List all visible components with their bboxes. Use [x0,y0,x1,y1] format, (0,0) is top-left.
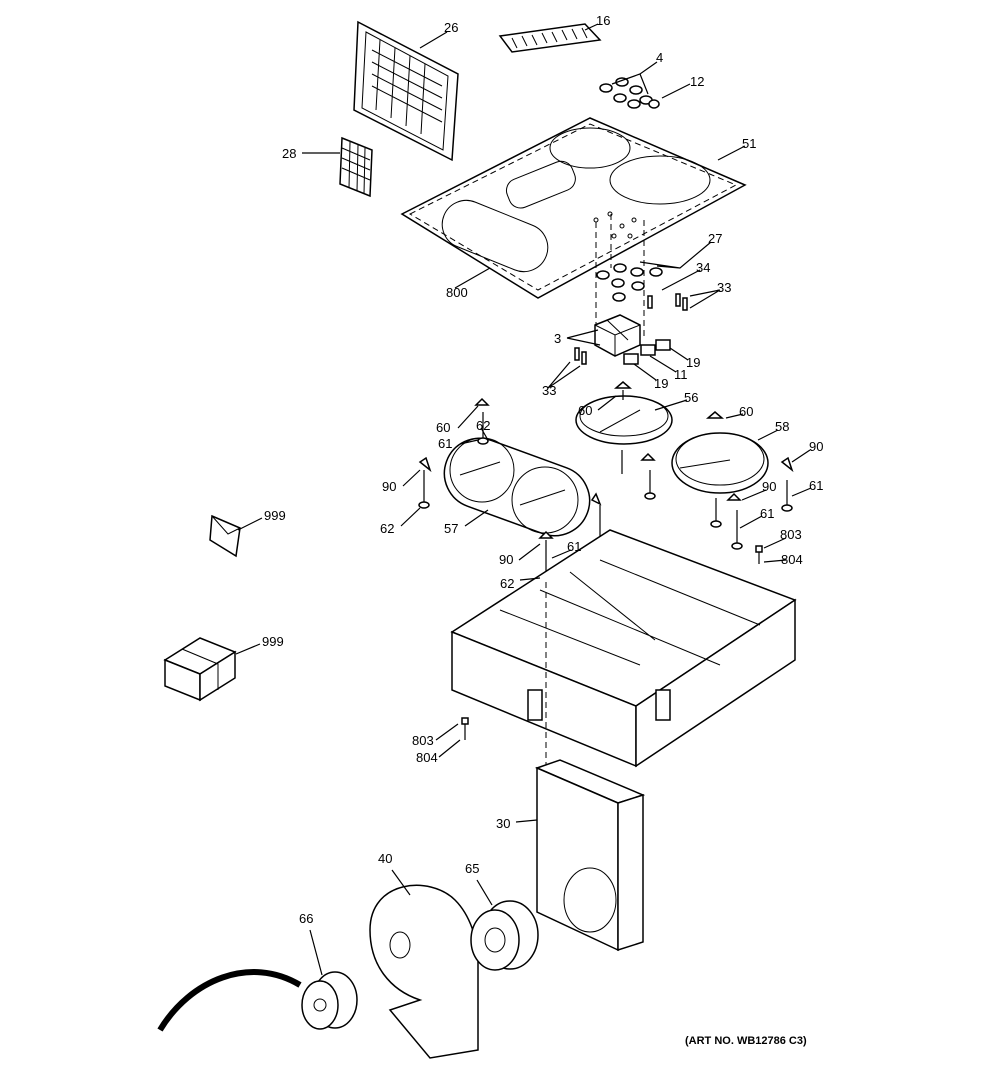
callout-28: 28 [282,146,296,161]
callout-90: 90 [809,439,823,454]
part-4-knobs [599,77,660,109]
callout-4: 4 [656,50,663,65]
callout-800: 800 [446,285,468,300]
callout-30: 30 [496,816,510,831]
callout-11: 11 [674,367,688,382]
callout-57: 57 [444,521,458,536]
callout-66: 66 [299,911,313,926]
callout-61d: 61 [567,539,581,554]
callout-90b: 90 [382,479,396,494]
callout-62: 62 [476,418,490,433]
callout-40: 40 [378,851,392,866]
callout-62b: 62 [380,521,394,536]
callout-61b: 61 [809,478,823,493]
part-33-plugs [574,293,688,365]
callout-65: 65 [465,861,479,876]
callout-62c: 62 [500,576,514,591]
part-999-envelope [209,514,241,558]
callout-19b: 19 [654,376,668,391]
callout-999b: 999 [262,634,284,649]
callout-60b: 60 [578,403,592,418]
callout-804: 804 [781,552,803,567]
art-number: (ART NO. WB12786 C3) [685,1035,807,1047]
callout-19: 19 [686,355,700,370]
callout-34: 34 [696,260,710,275]
callout-61c: 61 [760,506,774,521]
part-65-blower-wheel [470,900,539,971]
callout-27: 27 [708,231,722,246]
part-40-blower-housing [369,884,479,1059]
callout-16: 16 [596,13,610,28]
part-999-box [163,637,237,702]
callout-3: 3 [554,331,561,346]
part-803-804-screws [461,545,763,740]
part-58-element [671,432,769,494]
callout-804b: 804 [416,750,438,765]
callout-61: 61 [438,436,452,451]
part-51-cooktop-glass [400,117,747,299]
callout-60: 60 [436,420,450,435]
callout-58: 58 [775,419,789,434]
callout-999: 999 [264,508,286,523]
callout-60c: 60 [739,404,753,419]
callout-90d: 90 [499,552,513,567]
callout-803b: 803 [412,733,434,748]
callout-33: 33 [717,280,731,295]
burner-box [450,529,797,780]
callout-12: 12 [690,74,704,89]
part-19-11-switches [623,339,671,365]
part-30-duct [534,759,646,952]
callout-90c: 90 [762,479,776,494]
part-28-mesh [339,136,373,198]
part-27-grommets [595,214,663,340]
callout-33b: 33 [542,383,556,398]
callout-803: 803 [780,527,802,542]
callout-26: 26 [444,20,458,35]
callout-56: 56 [684,390,698,405]
part-3-switch-block [594,314,641,357]
part-57-dual-element [443,437,591,537]
part-26-panel [353,20,459,162]
part-16-grate [498,23,602,53]
callout-labels: 26 16 4 12 51 28 27 34 33 800 3 19 11 33… [262,13,823,1047]
part-66-motor [157,969,358,1032]
leader-lines [235,23,812,976]
callout-51: 51 [742,136,756,151]
